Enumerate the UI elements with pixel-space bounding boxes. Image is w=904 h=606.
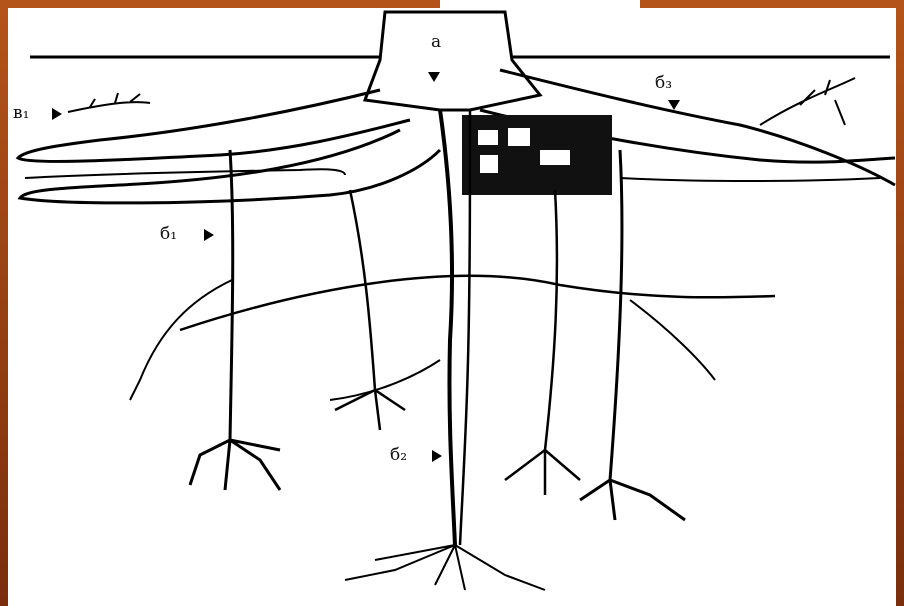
arrow-b3: [668, 100, 680, 110]
arrow-v1: [52, 108, 62, 120]
lateral-root-right-inner: [620, 178, 880, 181]
fine-root-right: [760, 78, 855, 125]
trunk: [365, 12, 540, 110]
lateral-root-left-inner: [25, 169, 345, 178]
label-b3: б₃: [655, 75, 672, 92]
arrow-b1: [204, 229, 214, 241]
taproot-tips: [345, 545, 545, 590]
fine-root-v1: [68, 93, 150, 112]
branch-root-right: [630, 300, 715, 380]
label-v1: в₁: [13, 105, 29, 122]
label-a: а: [431, 34, 441, 51]
label-b1: б₁: [160, 226, 177, 243]
horizontal-root: [180, 276, 775, 330]
label-b2: б₂: [390, 447, 407, 464]
branch-root-left: [130, 280, 232, 400]
sinker-root-2: [335, 190, 405, 430]
arrow-b2: [432, 450, 442, 462]
sinker-root-4: [580, 150, 685, 520]
sinker-root-3: [505, 190, 580, 495]
taproot: [440, 110, 455, 545]
branch-root-mid: [330, 360, 440, 400]
